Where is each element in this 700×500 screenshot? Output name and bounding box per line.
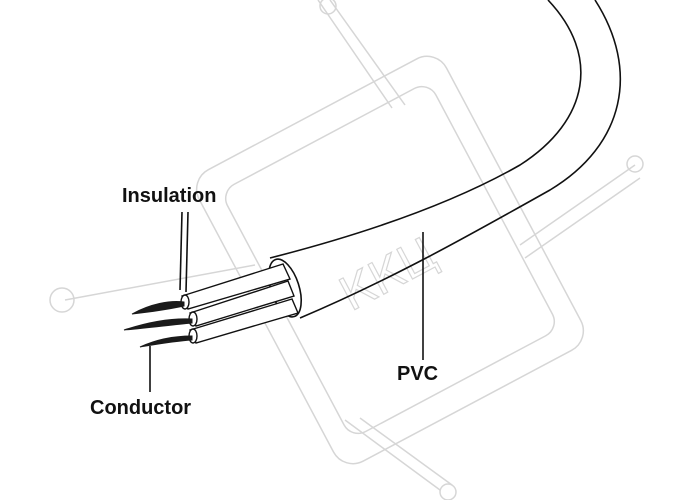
watermark-frame-outer <box>195 55 585 465</box>
insulated-cores <box>180 263 299 344</box>
label-conductor: Conductor <box>90 397 192 419</box>
label-pvc: PVC <box>397 363 439 385</box>
watermark: ККЦ <box>49 0 644 500</box>
core-lower <box>189 298 299 344</box>
watermark-line <box>519 164 636 246</box>
strand-bundle-lower <box>139 335 193 348</box>
label-insulation: Insulation <box>122 185 217 207</box>
watermark-line <box>359 417 453 486</box>
watermark-circle <box>439 483 457 500</box>
strand-bundle-middle <box>123 318 193 331</box>
watermark-text: ККЦ <box>331 226 446 321</box>
strand-bundle-upper <box>131 301 185 315</box>
jacket-top-edge <box>269 0 582 259</box>
core-upper <box>181 263 291 310</box>
conductor-strands <box>123 301 193 348</box>
leader-lines <box>149 211 424 392</box>
leader-line-insulation-b <box>185 211 189 293</box>
watermark-line <box>317 0 393 109</box>
watermark-circle <box>626 155 644 173</box>
watermark-line <box>329 0 406 106</box>
watermark-line <box>524 177 641 259</box>
core-middle <box>189 280 295 327</box>
watermark-line <box>64 264 256 301</box>
watermark-circle <box>49 287 75 313</box>
leader-line-insulation-a <box>179 211 183 291</box>
watermark-circle <box>319 0 337 15</box>
watermark-line <box>344 419 441 491</box>
jacket-bottom-edge <box>299 0 622 319</box>
